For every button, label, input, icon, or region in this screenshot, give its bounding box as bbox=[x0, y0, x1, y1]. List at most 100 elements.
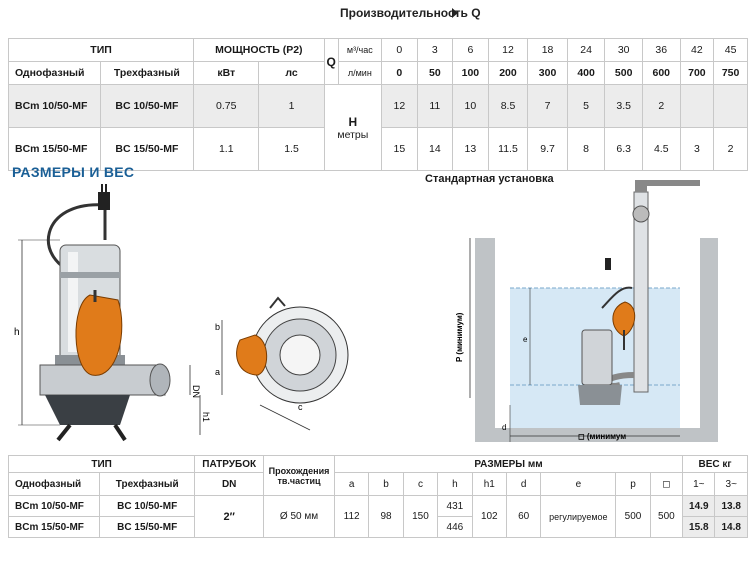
perf-h-value: 15 bbox=[381, 127, 418, 171]
performance-title: Производительность Q bbox=[340, 6, 481, 20]
perf-three-phase-header: Трехфазный bbox=[99, 61, 195, 85]
perf-row-kw: 1.1 bbox=[193, 127, 260, 171]
perf-h-value: 11 bbox=[416, 84, 454, 128]
dims-weight-3-value: 13.8 bbox=[714, 495, 748, 517]
dim-d-label: d bbox=[502, 423, 506, 432]
dims-h-value: 446 bbox=[437, 516, 473, 538]
perf-row-hp: 1.5 bbox=[258, 127, 325, 171]
perf-h-value: 2 bbox=[641, 84, 681, 128]
dims-col-h: h bbox=[437, 472, 473, 496]
h-label: H bbox=[348, 114, 358, 129]
perf-h-value: 9.7 bbox=[527, 127, 568, 171]
play-arrow-icon bbox=[452, 8, 458, 18]
dims-weight-1-value: 15.8 bbox=[682, 516, 716, 538]
m3h-3: 12 bbox=[487, 38, 529, 62]
section-title: РАЗМЕРЫ И ВЕС bbox=[12, 164, 135, 180]
perf-power-header: МОЩНОСТЬ (P2) bbox=[193, 38, 325, 62]
dims-col-square: ◻ bbox=[649, 472, 684, 496]
perf-h-value: 4.5 bbox=[641, 127, 681, 171]
dims-row-three: BC 10/50-MF bbox=[99, 495, 196, 517]
m3h-0: 0 bbox=[381, 38, 418, 62]
dim-e-label: e bbox=[523, 335, 528, 344]
dims-d-value: 60 bbox=[505, 495, 542, 538]
dims-passage-header: Прохождения тв.частиц bbox=[263, 455, 335, 496]
perf-hp-header: лс bbox=[258, 61, 325, 85]
dims-three-phase-header: Трехфазный bbox=[99, 472, 196, 496]
dim-p-min-label: P (минимум) bbox=[455, 312, 464, 362]
m3h-8: 42 bbox=[679, 38, 715, 62]
dim-a-label: a bbox=[215, 367, 220, 377]
dims-weight-1-value: 14.9 bbox=[682, 495, 716, 517]
dims-row-single: BCm 10/50-MF bbox=[7, 495, 101, 517]
dims-col-h1: h1 bbox=[471, 472, 507, 496]
dimensions-table: ТИП ПАТРУБОК Прохождения тв.частиц РАЗМЕ… bbox=[7, 455, 748, 538]
dim-h-label: h bbox=[14, 327, 20, 338]
m3h-6: 30 bbox=[604, 38, 643, 62]
dims-col-c: c bbox=[402, 472, 439, 496]
lmin-8: 700 bbox=[679, 61, 715, 85]
dim-dn-label: DN bbox=[191, 385, 201, 398]
dim-h1-label: h1 bbox=[201, 412, 211, 422]
installation-drawing: P (минимум) e d ◻ (минимум bbox=[455, 180, 718, 442]
perf-q-label: Q bbox=[323, 38, 339, 85]
perf-h-value: 10 bbox=[452, 84, 489, 128]
dims-h1-value: 102 bbox=[471, 495, 507, 538]
pump-top-drawing: a b c bbox=[215, 296, 349, 431]
dims-h-value: 431 bbox=[437, 495, 473, 517]
dims-port-value: 2″ bbox=[194, 495, 265, 538]
perf-h-value: 2 bbox=[713, 127, 748, 171]
perf-h-value bbox=[713, 84, 748, 128]
perf-h-value: 3.5 bbox=[604, 84, 643, 128]
h-meters-cell: H метры bbox=[323, 84, 383, 171]
dims-passage-header-2: тв.частиц bbox=[277, 475, 321, 486]
dims-p-value: 500 bbox=[615, 495, 651, 538]
perf-row: BCm 10/50-MF BC 10/50-MF 0.75 1 H метры … bbox=[8, 84, 748, 171]
dims-weight-3-value: 14.8 bbox=[714, 516, 748, 538]
dims-single-phase-header: Однофазный bbox=[7, 472, 101, 496]
perf-h-value: 6.3 bbox=[604, 127, 643, 171]
h-unit: метры bbox=[337, 128, 369, 141]
dims-b-value: 98 bbox=[368, 495, 404, 538]
perf-row: BCm 15/50-MF BC 15/50-MF 1.1 1.5 15 14 1… bbox=[8, 127, 748, 171]
perf-row-kw: 0.75 bbox=[193, 84, 260, 128]
dims-col-b: b bbox=[368, 472, 404, 496]
perf-type-header: ТИП bbox=[7, 38, 195, 62]
perf-h-value: 8.5 bbox=[487, 84, 529, 128]
dims-square-value: 500 bbox=[649, 495, 684, 538]
technical-drawings: h DN h1 a b c P (минимум) e bbox=[14, 180, 718, 442]
perf-h-value: 14 bbox=[416, 127, 454, 171]
dim-b-label: b bbox=[215, 322, 220, 332]
perf-single-phase-header: Однофазный bbox=[8, 61, 101, 85]
dims-row-three: BC 15/50-MF bbox=[99, 516, 196, 538]
perf-h-value: 12 bbox=[381, 84, 418, 128]
perf-row-hp: 1 bbox=[258, 84, 325, 128]
performance-table: ТИП МОЩНОСТЬ (P2) Q м³/час 0 3 6 12 18 2… bbox=[7, 38, 748, 171]
perf-kw-header: кВт bbox=[193, 61, 260, 85]
perf-h-value: 8 bbox=[566, 127, 606, 171]
dims-row: BCm 10/50-MF BC 10/50-MF 2″ Ø 50 мм 112 … bbox=[7, 495, 748, 538]
unit-m3h: м³/час bbox=[337, 38, 383, 62]
dims-weight-header: ВЕС кг bbox=[682, 455, 748, 473]
dims-sizes-header: РАЗМЕРЫ мм bbox=[333, 455, 684, 473]
dims-col-p: p bbox=[615, 472, 651, 496]
perf-h-value: 5 bbox=[566, 84, 606, 128]
lmin-6: 500 bbox=[604, 61, 643, 85]
lmin-4: 300 bbox=[527, 61, 568, 85]
dims-col-a: a bbox=[333, 472, 370, 496]
perf-h-value: 7 bbox=[527, 84, 568, 128]
dims-row-single: BCm 15/50-MF bbox=[7, 516, 101, 538]
dim-square-min-label: ◻ (минимум bbox=[578, 432, 626, 441]
install-title: Стандартная установка bbox=[425, 173, 554, 185]
plug-icon bbox=[98, 192, 110, 210]
pump-side-drawing: h DN h1 bbox=[14, 184, 211, 442]
dims-weight-3: 3~ bbox=[714, 472, 748, 496]
lmin-1: 50 bbox=[416, 61, 454, 85]
dims-passage-header-1: Прохождения bbox=[268, 465, 330, 476]
perf-h-value: 11.5 bbox=[487, 127, 529, 171]
dims-row: BCm 15/50-MF BC 15/50-MF 446 15.8 14.8 bbox=[7, 516, 748, 538]
lmin-3: 200 bbox=[487, 61, 529, 85]
dims-port-sub: DN bbox=[194, 472, 265, 496]
dims-c-value: 150 bbox=[402, 495, 439, 538]
perf-row-single: BCm 10/50-MF bbox=[8, 84, 101, 128]
dims-port-header: ПАТРУБОК bbox=[194, 455, 265, 473]
